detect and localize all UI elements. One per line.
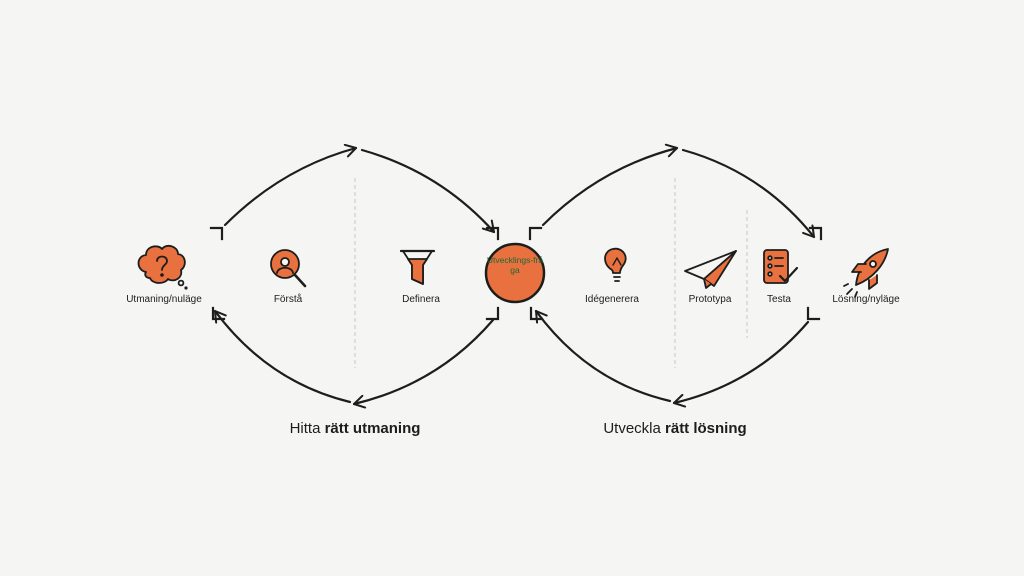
center-node-circle [484, 242, 546, 304]
center-node-label: Utvecklings-fråga [486, 255, 544, 275]
rocket-icon [843, 248, 889, 298]
lightbulb-icon [604, 247, 627, 282]
arc-right-bottom-rising [534, 309, 672, 403]
checklist-icon [763, 249, 799, 284]
step-label-definera: Definera [402, 294, 440, 305]
bracket-center-bottom-right [529, 306, 544, 321]
arc-right-top-falling [681, 148, 816, 239]
bracket-left-top [209, 226, 224, 241]
arc-left-bottom-returning [352, 318, 495, 409]
bracket-center-bottom-left [485, 306, 500, 321]
section-title-right: Utveckla rätt lösning [603, 420, 746, 437]
magnifier-person-icon [270, 249, 307, 288]
bracket-left-bottom [211, 306, 226, 321]
bracket-center-right-top [485, 226, 500, 241]
step-label-forsta: Förstå [273, 294, 303, 305]
brain-question-icon [137, 244, 188, 290]
section-title-left-prefix: Hitta [289, 420, 325, 437]
paper-plane-icon [684, 250, 737, 289]
section-title-left: Hitta rätt utmaning [290, 420, 421, 437]
arc-left-bottom-rising [213, 309, 352, 404]
funnel-icon [399, 249, 436, 285]
arc-right-bottom-returning [672, 320, 810, 408]
arc-left-top-rising [223, 143, 358, 227]
corner-brackets [209, 226, 823, 321]
bracket-center-left-top [528, 226, 543, 241]
step-label-idegenerera: Idégenerera [585, 294, 639, 305]
step-label-prototypa: Prototypa [688, 294, 732, 305]
step-label-losning: Lösning/nyläge [832, 294, 900, 305]
step-label-testa: Testa [767, 294, 791, 305]
right-diamond [534, 143, 816, 408]
section-title-left-bold: rätt utmaning [324, 420, 421, 437]
bracket-right-top [808, 226, 823, 241]
section-title-right-bold: rätt lösning [665, 420, 747, 437]
arc-right-top-rising [541, 143, 679, 227]
bracket-right-bottom [806, 306, 821, 321]
arc-left-top-falling [360, 148, 496, 234]
section-title-right-prefix: Utveckla [603, 420, 666, 437]
left-diamond [213, 143, 496, 409]
step-label-utmaning: Utmaning/nuläge [126, 294, 202, 305]
